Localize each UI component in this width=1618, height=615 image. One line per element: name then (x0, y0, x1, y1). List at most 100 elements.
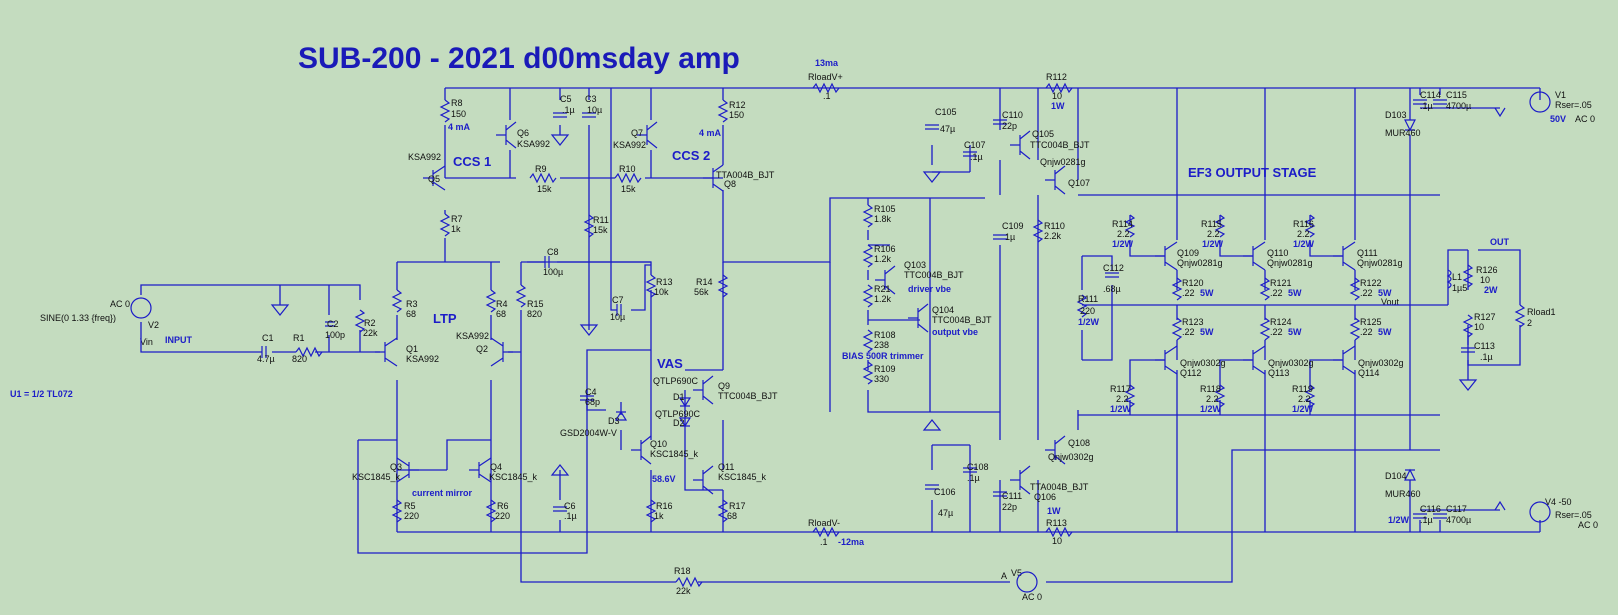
c117-name: C117 (1446, 504, 1467, 514)
q7-value: KSA992 (613, 140, 646, 150)
neg-rail-current: -12ma (838, 537, 865, 547)
r111-name: R111 (1078, 294, 1098, 304)
q110-name: Q110 (1267, 248, 1288, 258)
r21-name: R21 (874, 284, 891, 294)
r126-value: 10 (1480, 275, 1490, 285)
v4-ac: AC 0 (1578, 520, 1598, 530)
q3-value: KSC1845_k (352, 472, 401, 482)
l1-name: L1 (1452, 272, 1462, 282)
inductor-symbol (1446, 269, 1452, 289)
r113-value: 10 (1052, 536, 1062, 546)
q6-name: Q6 (517, 128, 529, 138)
v1-rser: Rser=.05 (1555, 100, 1592, 110)
q108-value: Qnjw0302g (1048, 452, 1094, 462)
q5-value: KSA992 (408, 152, 441, 162)
rloadvp-value: .1 (823, 91, 831, 101)
r114-name: R114 (1112, 219, 1133, 229)
q103-value: TTC004B_BJT (904, 270, 964, 280)
section-output-stage: EF3 OUTPUT STAGE (1188, 165, 1317, 180)
r14-value: 56k (694, 287, 709, 297)
r2-value: 22k (363, 328, 378, 338)
label-current-mirror: current mirror (412, 488, 473, 498)
r16-name: R16 (656, 501, 673, 511)
label-input: INPUT (165, 335, 193, 345)
q9-name: Q9 (718, 381, 730, 391)
note-u1: U1 = 1/2 TL072 (10, 389, 73, 399)
r122-rating: 5W (1378, 288, 1392, 298)
c107-value: .1µ (970, 152, 983, 162)
r113-rating: 1W (1047, 506, 1061, 516)
q10-value: KSC1845_k (650, 449, 699, 459)
r11-value: 15k (593, 225, 608, 235)
c113-name: C113 (1474, 341, 1495, 351)
v2-ac-label: AC 0 (110, 299, 130, 309)
r114-value: 2.2 (1117, 229, 1130, 239)
r105-value: 1.8k (874, 214, 892, 224)
r6-name: R6 (497, 501, 509, 511)
r111-rating: 1/2W (1078, 317, 1100, 327)
r110-name: R110 (1044, 221, 1065, 231)
c116-value: .1µ (1420, 515, 1433, 525)
q114-name: Q114 (1358, 368, 1379, 378)
vas-voltage: 58.6V (652, 474, 676, 484)
r112-rating: 1W (1051, 101, 1065, 111)
power-ratings: 1W 1W 1/2W 1/2W 1/2W 1/2W 1/2W 1/2W 1/2W… (1047, 101, 1498, 525)
r6-value: 220 (495, 511, 510, 521)
r116-name: R116 (1293, 219, 1314, 229)
r121-value: .22 (1270, 288, 1283, 298)
r10-value: 15k (621, 184, 636, 194)
q11-name: Q11 (718, 462, 734, 472)
r12-value: 150 (729, 110, 744, 120)
q104-value: TTC004B_BJT (932, 315, 992, 325)
r123-value: .22 (1182, 327, 1195, 337)
q2-value: KSA992 (456, 331, 489, 341)
c8-value: 100µ (543, 267, 563, 277)
q104-name: Q104 (932, 305, 954, 315)
rloadvm-value: .1 (820, 537, 828, 547)
r21-value: 1.2k (874, 294, 892, 304)
r5-value: 220 (404, 511, 419, 521)
c3-name: C3 (585, 94, 597, 104)
l1-value: 1µ5 (1452, 283, 1467, 293)
q3-name: Q3 (390, 462, 402, 472)
r125-name: R125 (1360, 317, 1382, 327)
q110-value: Qnjw0281g (1267, 258, 1313, 268)
r120-name: R120 (1182, 278, 1204, 288)
c113-value: .1µ (1480, 352, 1493, 362)
r10-name: R10 (619, 164, 636, 174)
r121-rating: 5W (1288, 288, 1302, 298)
r118-rating: 1/2W (1200, 404, 1222, 414)
c5-name: C5 (560, 94, 572, 104)
r111-value: 220 (1080, 306, 1095, 316)
v5-a-label: A (1001, 571, 1007, 581)
q1-value: KSA992 (406, 354, 439, 364)
r114-rating: 1/2W (1112, 239, 1134, 249)
v5-ac-label: AC 0 (1022, 592, 1042, 602)
v1-voltage: 50V (1550, 114, 1566, 124)
c110-value: 22p (1002, 121, 1017, 131)
section-ccs1: CCS 1 (453, 154, 491, 169)
c6-value: .1µ (564, 511, 577, 521)
r123-rating: 5W (1200, 327, 1214, 337)
q4-value: KSC1845_k (489, 472, 538, 482)
r17-name: R17 (729, 501, 746, 511)
q6-value: KSA992 (517, 139, 550, 149)
c110-name: C110 (1002, 110, 1023, 120)
r110-value: 2.2k (1044, 231, 1062, 241)
c106-name: C106 (934, 487, 956, 497)
c1-name: C1 (262, 333, 274, 343)
r119-name: R119 (1292, 384, 1313, 394)
q106-value: TTA004B_BJT (1030, 482, 1089, 492)
rload1-value: 2 (1527, 318, 1532, 328)
r106-value: 1.2k (874, 254, 892, 264)
rloadvp-name: RloadV+ (808, 72, 843, 82)
r15-value: 820 (527, 309, 542, 319)
r11-name: R11 (593, 215, 609, 225)
c106-value: 47µ (938, 508, 953, 518)
r1-name: R1 (293, 333, 305, 343)
d3-value: GSD2004W-V (560, 428, 617, 438)
c2-name: C2 (327, 319, 339, 329)
c7-name: C7 (612, 295, 624, 305)
resistor-symbols-horizontal (295, 82, 1073, 588)
c111-name: C111 (1002, 491, 1022, 501)
